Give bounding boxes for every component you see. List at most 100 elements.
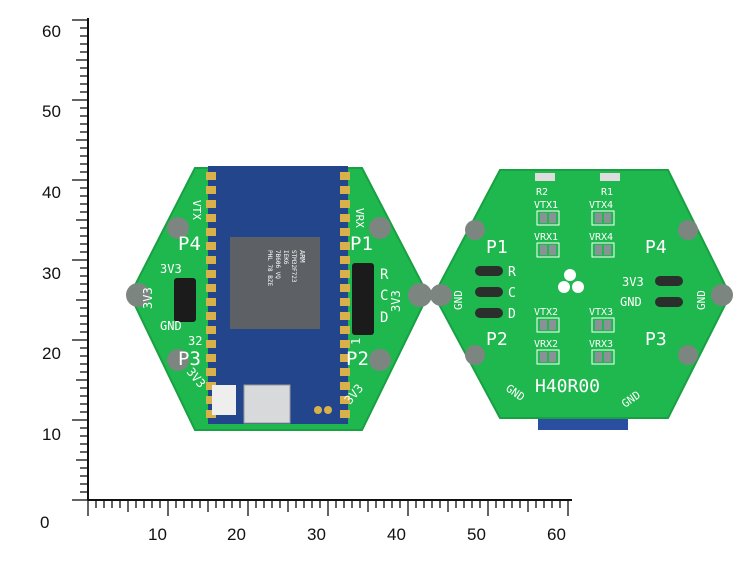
castellated-pad [340, 256, 350, 264]
jumper-outline [591, 242, 615, 258]
port-label-p4: P4 [645, 237, 667, 258]
ruler-label-h-50: 50 [467, 525, 486, 544]
castellated-pad [206, 312, 216, 320]
pad-r [475, 266, 503, 276]
castellated-pad [206, 270, 216, 278]
castellated-pad [340, 410, 350, 418]
castellated-pad [206, 186, 216, 194]
pad-c [475, 287, 503, 297]
pin-label-d: D [508, 307, 516, 322]
castellated-pad [206, 256, 216, 264]
jumper-pad [540, 352, 547, 362]
pin-label-3v3: 3V3 [622, 275, 644, 289]
label-3v3-left: 3V3 [141, 287, 155, 309]
label-vrx1: VRX1 [534, 232, 558, 243]
port-label-p2: P2 [486, 329, 508, 350]
resistor-r2 [535, 173, 555, 181]
ruler-vertical-ticks [72, 19, 88, 501]
label-gnd-left: GND [452, 290, 465, 310]
board-front: ARM STM32F723 IEK6 7B606 VQ PHL 78 BZE P… [126, 166, 432, 431]
castellated-pad [206, 200, 216, 208]
castellated-pad [340, 382, 350, 390]
castellated-pad [206, 326, 216, 334]
pin-label-d: D [380, 310, 388, 326]
mount-hole [408, 283, 432, 307]
label-3v3: 3V3 [160, 262, 182, 276]
port-label-p4: P4 [178, 233, 201, 255]
pad-3v3 [655, 276, 683, 286]
mount-hole [126, 283, 150, 307]
jumper-pad [604, 245, 611, 255]
label-r1: R1 [601, 187, 613, 198]
castellated-pad [340, 284, 350, 292]
jumper-outline [591, 210, 615, 226]
chip-marking: IEK6 [282, 250, 289, 265]
pin-label-r: R [380, 267, 389, 283]
castellated-pad [206, 410, 216, 418]
mount-hole [430, 284, 452, 306]
ruler: 0 10 20 30 40 50 60 10 20 30 40 50 60 [40, 18, 572, 544]
jumper-pad [549, 213, 556, 223]
jumper-outline [536, 242, 560, 258]
castellated-pad [206, 354, 216, 362]
pin-header-power [174, 278, 196, 322]
label-vtx4: VTX4 [589, 200, 613, 211]
jumper-outline [536, 210, 560, 226]
castellated-pads [206, 172, 350, 418]
pin-label-1: 1 [349, 338, 363, 345]
pin-label-r: R [508, 265, 516, 280]
castellated-pad [340, 326, 350, 334]
castellated-pad [340, 172, 350, 180]
jumper-pad [540, 245, 547, 255]
castellated-pad [340, 228, 350, 236]
label-vrx3: VRX3 [589, 339, 613, 350]
castellated-pad [340, 270, 350, 278]
ruler-label-v-60: 60 [42, 22, 61, 41]
pad-d [475, 308, 503, 318]
jumper-pad [595, 320, 602, 330]
label-vrx2: VRX2 [534, 339, 558, 350]
ruler-label-v-0: 0 [40, 513, 49, 532]
mount-hole [465, 220, 485, 240]
castellated-pad [340, 186, 350, 194]
castellated-pad [340, 200, 350, 208]
port-label-p1: P1 [486, 237, 508, 258]
ruler-label-h-20: 20 [227, 525, 246, 544]
castellated-pad [340, 354, 350, 362]
label-vtx1: VTX1 [534, 200, 558, 211]
castellated-pad [340, 340, 350, 348]
jumper-pad [595, 245, 602, 255]
jumper-pad [604, 213, 611, 223]
port-label-p3: P3 [645, 329, 667, 350]
chip-marking: STM32F723 [290, 250, 297, 283]
logo-hexagons [558, 269, 584, 293]
chip-marking: 7B606 VQ [274, 250, 281, 279]
label-3v3-right: 3V3 [389, 290, 403, 312]
ruler-label-h-40: 40 [387, 525, 406, 544]
pin-label-c: C [380, 288, 388, 304]
ruler-label-h-10: 10 [148, 525, 167, 544]
jumper-pad [549, 320, 556, 330]
castellated-pad [206, 214, 216, 222]
pin-label-gnd: GND [620, 295, 642, 309]
label-r2: R2 [536, 187, 548, 198]
ruler-label-v-40: 40 [42, 183, 61, 202]
mount-hole [369, 217, 391, 239]
label-vrx4: VRX4 [589, 232, 613, 243]
ruler-label-v-20: 20 [42, 344, 61, 363]
jumper-pad [604, 352, 611, 362]
pad [324, 406, 332, 414]
board-back: R2 R1 VTX1 VTX4 VRX1 VRX4 VTX2 VTX3 VRX2… [430, 169, 733, 430]
castellated-pad [340, 214, 350, 222]
castellated-pad [340, 312, 350, 320]
ruler-label-v-50: 50 [42, 102, 61, 121]
mount-hole [711, 284, 733, 306]
jumper-pad [595, 352, 602, 362]
port-label-p2: P2 [346, 348, 369, 370]
label-vtx2: VTX2 [534, 307, 558, 318]
mount-hole [167, 217, 189, 239]
ruler-label-h-60: 60 [547, 525, 566, 544]
chip-marking: PHL 78 BZE [266, 250, 273, 287]
mount-hole [678, 345, 698, 365]
